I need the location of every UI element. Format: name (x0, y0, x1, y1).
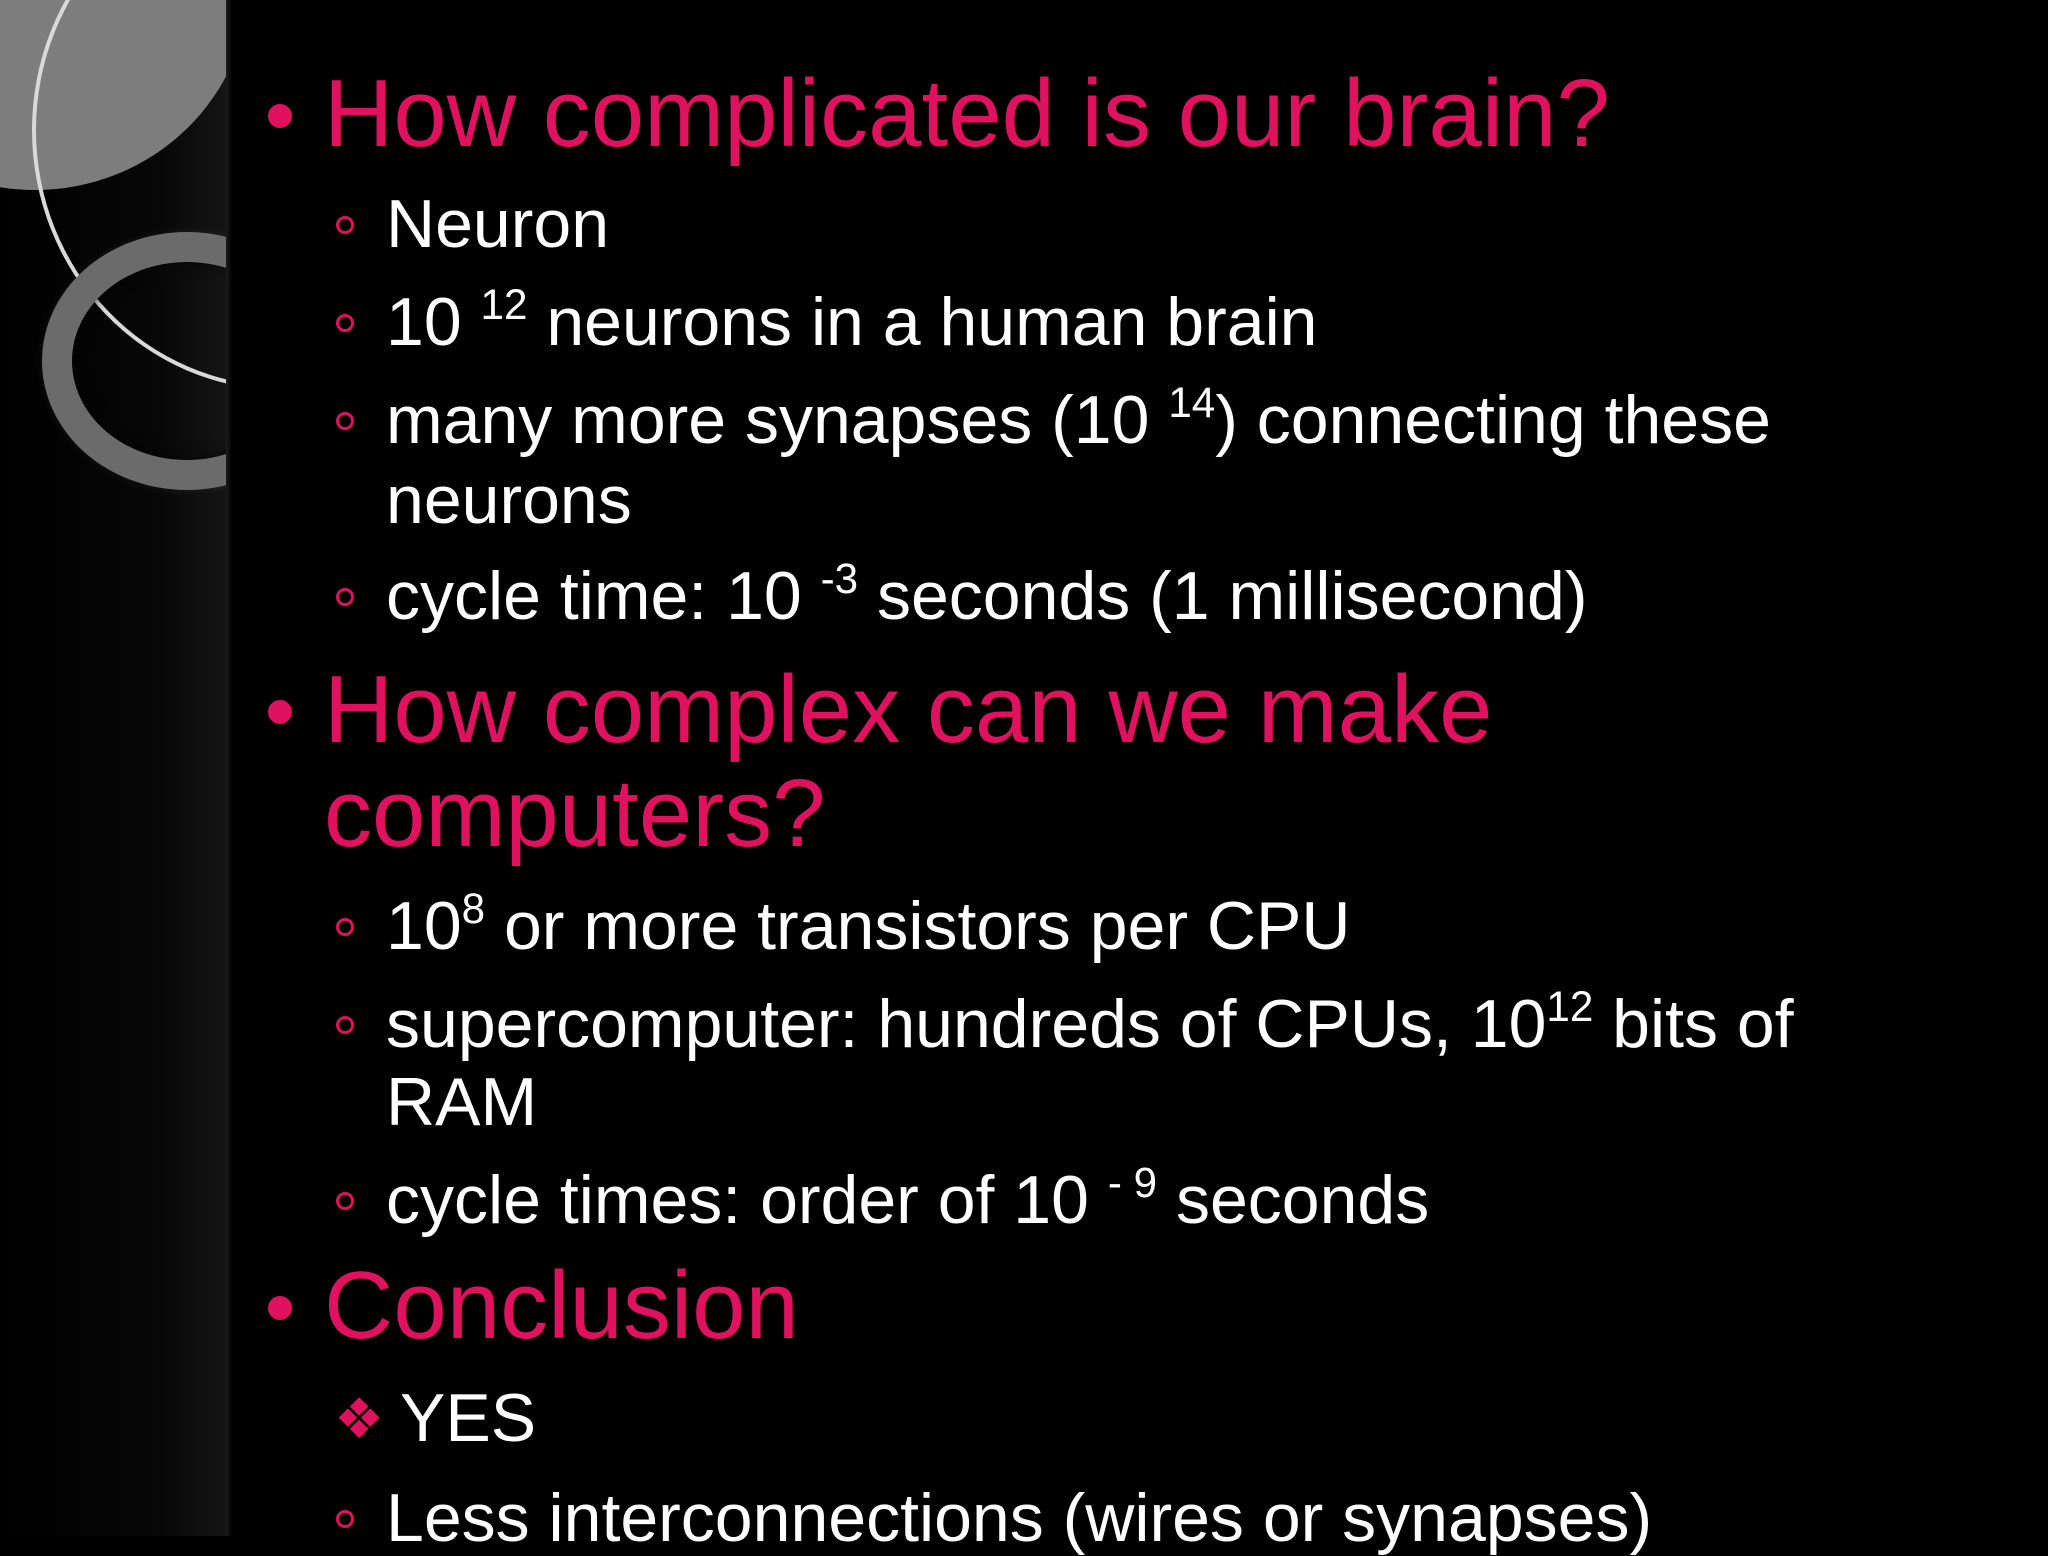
bullet-dot-icon (268, 104, 292, 128)
sub-bullet-ring-icon (336, 1016, 354, 1034)
bullet-neuron: Neuron (386, 186, 610, 262)
heading-brain-complexity: How complicated is our brain? (324, 60, 1610, 167)
heading-computer-complexity-continued: computers? (324, 760, 826, 867)
bullet-supercomputer: supercomputer: hundreds of CPUs, 1012 bi… (386, 983, 1794, 1062)
bullet-less-interconnections: Less interconnections (wires or synapses… (386, 1480, 1653, 1556)
heading-computer-complexity: How complex can we make (324, 656, 1493, 763)
decorative-side-panel (0, 0, 226, 1536)
sub-bullet-ring-icon (336, 918, 354, 936)
sub-bullet-ring-icon (336, 216, 354, 234)
heading-conclusion: Conclusion (324, 1252, 799, 1359)
bullet-brain-cycle-time: cycle time: 10 -3 seconds (1 millisecond… (386, 555, 1588, 634)
bullet-neuron-count: 10 12 neurons in a human brain (386, 281, 1318, 360)
sub-bullet-ring-icon (336, 314, 354, 332)
sub-bullet-ring-icon (336, 1192, 354, 1210)
panel-edge-divider (226, 0, 232, 1536)
sub-bullet-ring-icon (336, 588, 354, 606)
bullet-transistors: 108 or more transistors per CPU (386, 885, 1351, 964)
bullet-dot-icon (268, 1296, 292, 1320)
sub-bullet-ring-icon (336, 1510, 354, 1528)
bullet-synapses-continued: neurons (386, 462, 632, 538)
sub-bullet-ring-icon (336, 412, 354, 430)
bullet-computer-cycle-time: cycle times: order of 10 - 9 seconds (386, 1159, 1430, 1238)
bullet-dot-icon (268, 700, 292, 724)
diamond-bullet-icon: ❖ (334, 1387, 385, 1452)
bullet-synapses: many more synapses (10 14) connecting th… (386, 379, 1771, 458)
bullet-supercomputer-continued: RAM (386, 1064, 538, 1140)
bullet-yes: YES (400, 1380, 537, 1456)
